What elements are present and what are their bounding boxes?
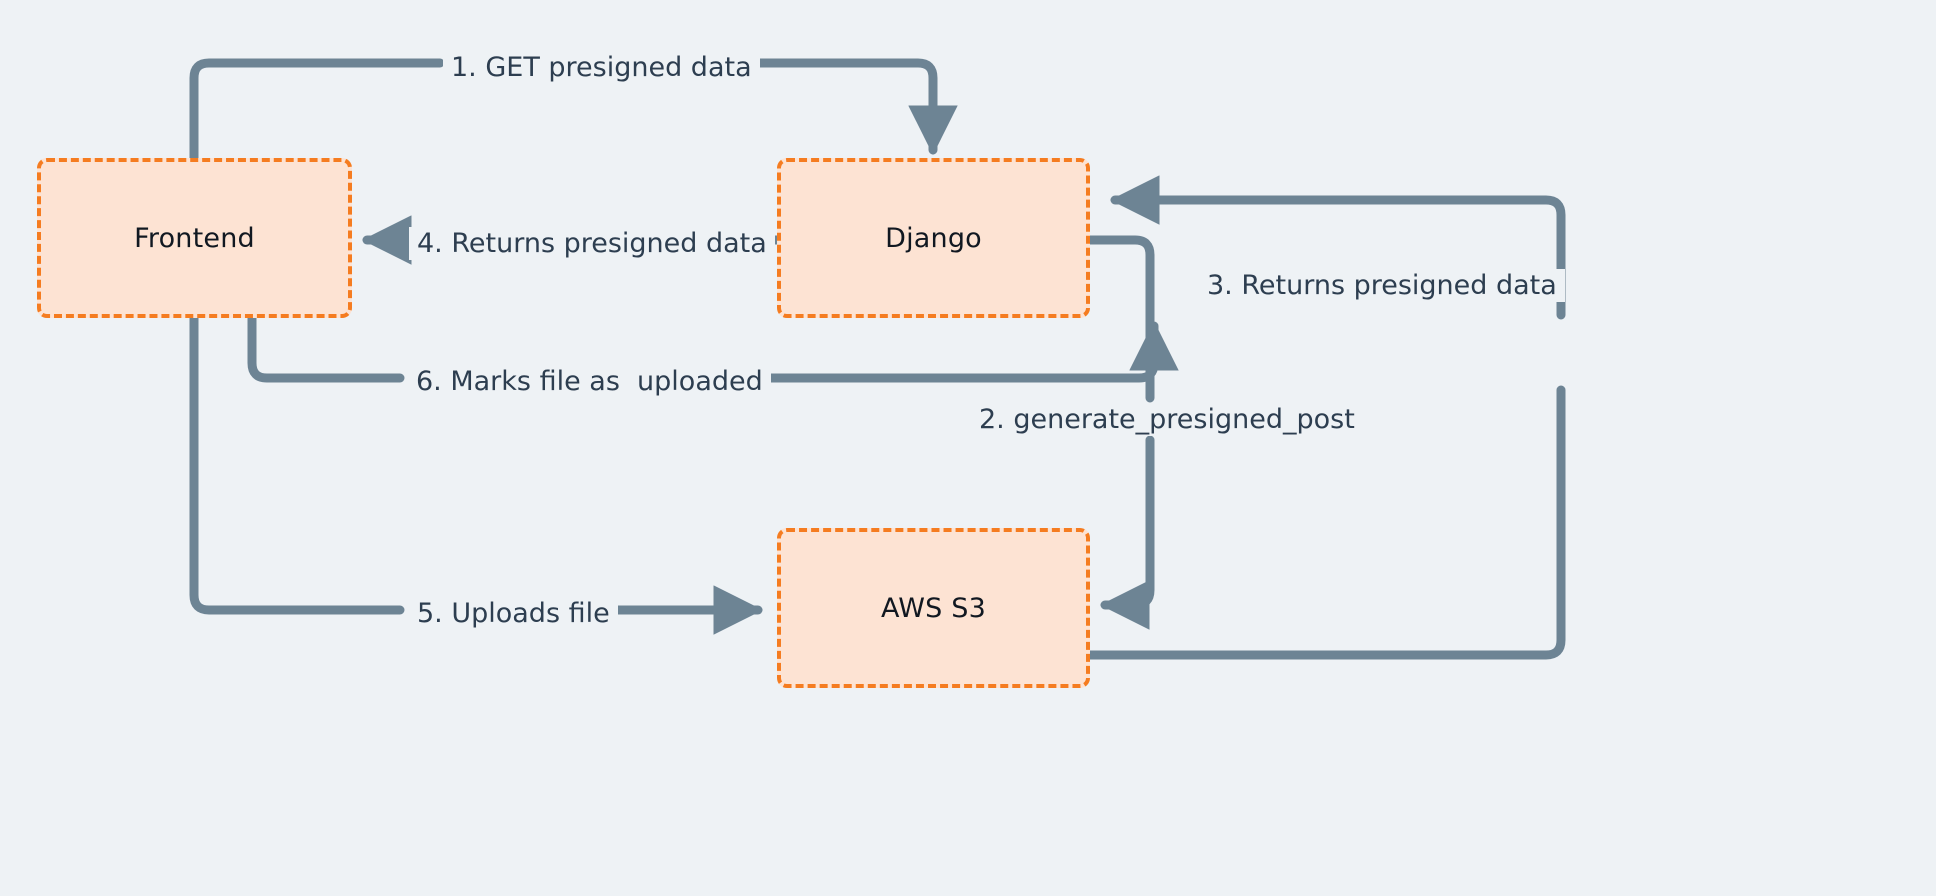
edge-label-6: 6. Marks file as uploaded: [408, 365, 771, 398]
node-aws-s3[interactable]: AWS S3: [777, 528, 1090, 688]
node-aws-s3-label: AWS S3: [881, 592, 986, 624]
node-django-label: Django: [885, 222, 982, 254]
edge-2-path-b: [1100, 435, 1155, 630]
edge-3-path-b: [1110, 175, 1566, 320]
edge-label-2: 2. generate_presigned_post: [971, 403, 1363, 436]
edge-label-1: 1. GET presigned data: [443, 51, 760, 84]
edge-1-path-b: [720, 58, 958, 155]
edge-6-path: [247, 313, 405, 383]
edge-1-path: [189, 58, 445, 163]
edge-3-path: [1085, 385, 1566, 660]
edge-label-4: 4. Returns presigned data: [409, 227, 775, 260]
edge-label-3: 3. Returns presigned data: [1199, 269, 1565, 302]
node-frontend[interactable]: Frontend: [37, 158, 352, 318]
edge-2-path: [1085, 235, 1155, 403]
edge-5-path: [189, 313, 405, 615]
node-frontend-label: Frontend: [134, 222, 255, 254]
edge-6-path-b: [728, 321, 1179, 383]
node-django[interactable]: Django: [777, 158, 1090, 318]
edge-label-5: 5. Uploads file: [409, 597, 618, 630]
